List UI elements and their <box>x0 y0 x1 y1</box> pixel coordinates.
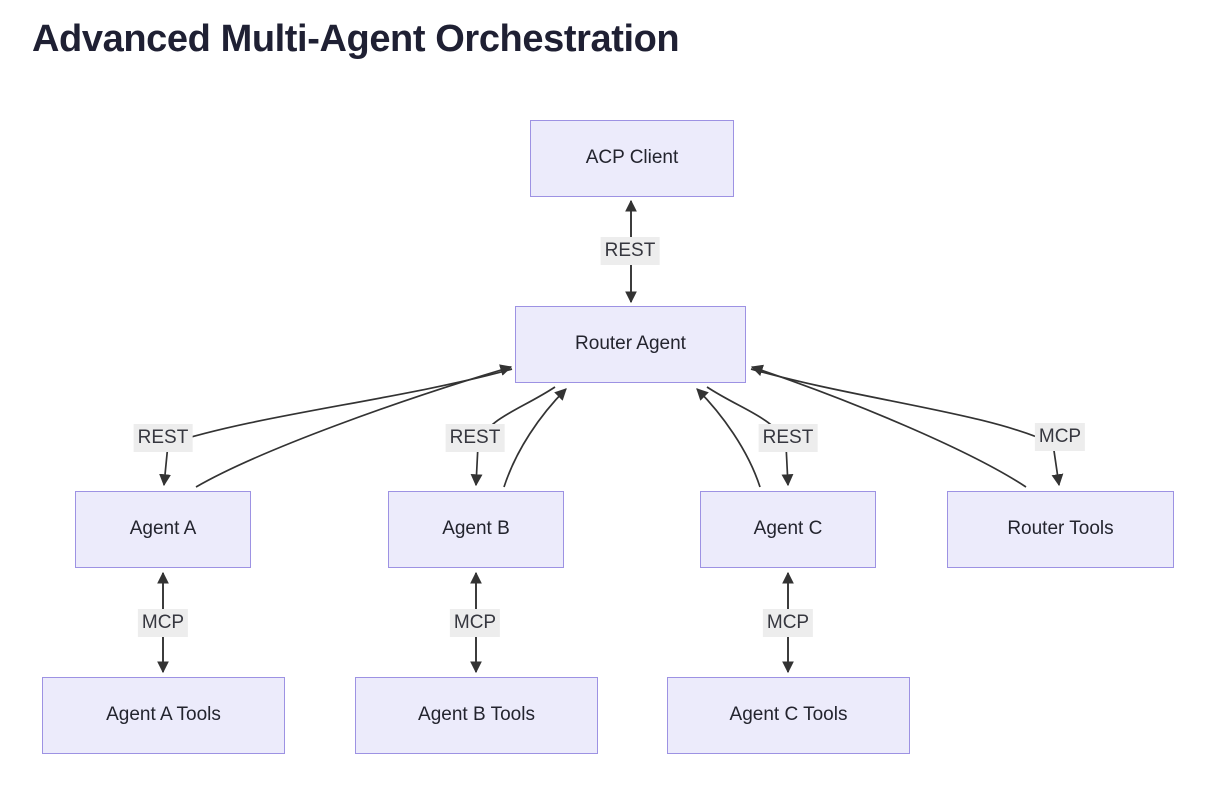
node-label: Agent C <box>753 518 823 540</box>
edge-label-router-agent-agent-a: REST <box>133 424 193 452</box>
node-label: Agent B Tools <box>418 704 535 726</box>
node-agent-c-tools[interactable]: Agent C Tools <box>667 677 910 754</box>
page-title: Advanced Multi-Agent Orchestration <box>32 18 680 60</box>
node-router-agent[interactable]: Router Agent <box>515 306 746 383</box>
edge-label-agent-b-agent-b-tools: MCP <box>449 609 501 637</box>
edge-label-agent-c-agent-c-tools: MCP <box>762 609 814 637</box>
node-agent-a[interactable]: Agent A <box>75 491 251 568</box>
node-agent-a-tools[interactable]: Agent A Tools <box>42 677 285 754</box>
edge-label-router-agent-agent-b: REST <box>445 424 505 452</box>
node-label: Agent A <box>129 518 197 540</box>
edge-label-router-agent-router-tools: MCP <box>1034 423 1086 451</box>
node-router-tools[interactable]: Router Tools <box>947 491 1174 568</box>
edge-label-router-agent-agent-c: REST <box>758 424 818 452</box>
node-acp-client[interactable]: ACP Client <box>530 120 734 197</box>
node-label: Agent C Tools <box>729 704 848 726</box>
node-label: Router Tools <box>1007 518 1114 540</box>
node-agent-b[interactable]: Agent B <box>388 491 564 568</box>
node-agent-b-tools[interactable]: Agent B Tools <box>355 677 598 754</box>
node-label: Router Agent <box>575 333 686 355</box>
node-label: Agent B <box>442 518 510 540</box>
edge-label-acp-client-router-agent: REST <box>600 237 660 265</box>
edge-label-agent-a-agent-a-tools: MCP <box>137 609 189 637</box>
node-label: Agent A Tools <box>106 704 221 726</box>
node-agent-c[interactable]: Agent C <box>700 491 876 568</box>
node-label: ACP Client <box>585 147 679 169</box>
